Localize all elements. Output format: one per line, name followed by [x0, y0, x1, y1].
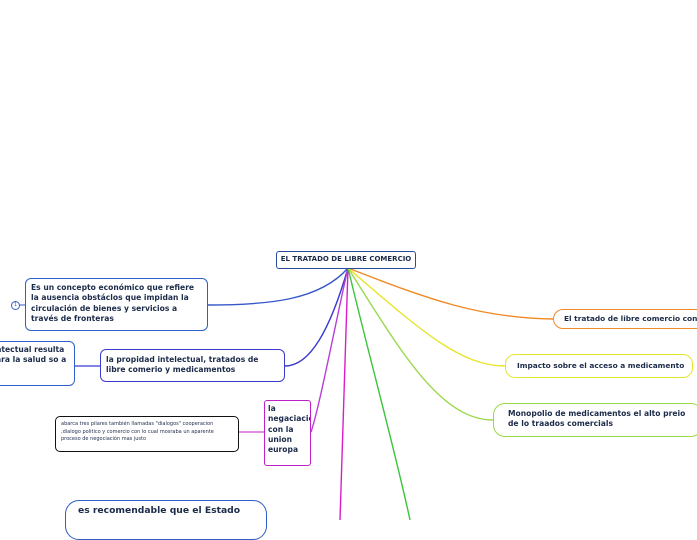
link-impacto — [347, 267, 506, 367]
node-negociacion[interactable]: la negaciación con la union europa — [264, 400, 311, 466]
node-intelectual-partial[interactable]: ntectual resulta ara la salud so a — [0, 341, 75, 386]
root-node[interactable]: EL TRATADO DE LIBRE COMERCIO — [276, 251, 416, 269]
node-propiedad[interactable]: la propidad intelectual, tratados de lib… — [100, 349, 285, 382]
node-tratado-con[interactable]: El tratado de libre comercio con l — [553, 309, 697, 329]
link-propiedad — [284, 267, 349, 367]
link-tratado-con — [347, 267, 554, 320]
link-concepto — [207, 267, 349, 306]
node-recomendable[interactable]: es recomendable que el Estado — [65, 500, 267, 540]
link-monopolio — [347, 267, 494, 421]
link-negociacion — [310, 267, 349, 433]
link-magenta-down — [339, 267, 349, 520]
node-monopolio[interactable]: Monopolio de medicamentos el alto preio … — [493, 403, 697, 437]
connector-lines — [20, 267, 554, 520]
node-pilares[interactable]: abarca tres pilares también llamadas "di… — [55, 416, 239, 452]
collapsed-count-badge[interactable]: 1 — [11, 301, 20, 310]
link-green-down — [347, 267, 411, 520]
node-impacto[interactable]: Impacto sobre el acceso a medicamento — [505, 354, 693, 378]
node-concepto[interactable]: Es un concepto económico que refiere la … — [25, 278, 208, 331]
